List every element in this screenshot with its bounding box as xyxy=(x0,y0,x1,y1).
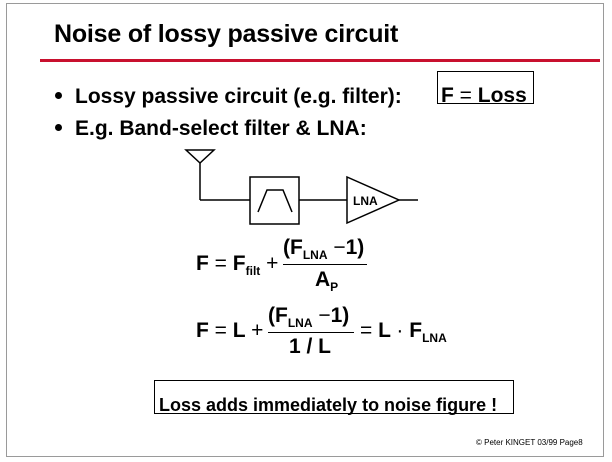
eq1-fraction-bar xyxy=(283,264,367,265)
eq1-num-minus: − xyxy=(333,236,346,259)
eq1-F: F xyxy=(196,252,209,275)
eq2-equals-2: = xyxy=(360,319,373,342)
eq2-num-minus: − xyxy=(318,304,331,327)
equation-1-denominator: AP xyxy=(315,268,338,294)
title-underline xyxy=(40,59,600,62)
eq2-num-one: 1) xyxy=(330,304,350,327)
eq2-fraction-bar xyxy=(268,332,354,333)
eq2-L: L xyxy=(232,319,246,342)
eq2-rhs-F: F xyxy=(409,319,423,342)
loss-equation: F = Loss xyxy=(441,84,527,108)
eq2-rhs-L: L xyxy=(378,319,391,342)
eq1-num-one: 1) xyxy=(345,236,365,259)
eq1-den-sub: P xyxy=(330,280,339,294)
eq2-plus: + xyxy=(251,319,264,342)
antenna-icon xyxy=(184,149,216,200)
bandpass-filter-block xyxy=(249,176,300,225)
equation-2-rhs: = L · FLNA xyxy=(360,319,447,345)
equation-2-denominator: 1 / L xyxy=(289,335,331,359)
note-box xyxy=(154,380,514,414)
eq1-Ffilt: F xyxy=(232,252,246,275)
equation-1-lhs: F = Ffilt + xyxy=(196,252,278,278)
eq1-plus: + xyxy=(266,252,279,275)
loss-lhs: F xyxy=(441,84,454,107)
bullet-text: E.g. Band-select filter & LNA: xyxy=(75,117,367,140)
eq2-rhs-sub: LNA xyxy=(422,331,447,345)
slide-frame xyxy=(6,3,604,457)
bullet-dot xyxy=(55,91,62,99)
eq1-den: A xyxy=(315,268,331,291)
loss-op: = xyxy=(459,84,472,107)
loss-equation-box xyxy=(437,71,534,104)
eq2-num-open: (F xyxy=(268,304,288,327)
equation-2-numerator: (FLNA −1) xyxy=(268,304,349,330)
eq2-equals: = xyxy=(214,319,227,342)
eq2-F: F xyxy=(196,319,209,342)
eq1-num-sub: LNA xyxy=(302,248,328,262)
equation-2-lhs: F = L + xyxy=(196,319,263,343)
eq2-num-sub: LNA xyxy=(287,316,313,330)
bullet-lossy-passive: Lossy passive circuit (e.g. filter): xyxy=(55,85,402,109)
bullet-dot xyxy=(55,123,62,131)
eq1-filt-sub: filt xyxy=(245,264,261,278)
eq2-dot: · xyxy=(396,319,404,342)
note-text: Loss adds immediately to noise figure ! xyxy=(159,395,498,415)
lna-amplifier: LNA xyxy=(346,175,401,225)
bullet-band-select: E.g. Band-select filter & LNA: xyxy=(55,117,367,141)
bandpass-icon xyxy=(257,189,293,213)
eq1-num-open: (F xyxy=(283,236,303,259)
footer-copyright: © Peter KINGET 03/99 Page8 xyxy=(476,438,583,447)
lna-label: LNA xyxy=(353,194,378,208)
slide-title: Noise of lossy passive circuit xyxy=(54,20,399,48)
bullet-text: Lossy passive circuit (e.g. filter): xyxy=(75,85,402,108)
eq2-den: 1 / L xyxy=(289,335,332,358)
eq1-equals: = xyxy=(214,252,227,275)
loss-rhs: Loss xyxy=(477,84,527,107)
equation-1-numerator: (FLNA −1) xyxy=(283,236,364,262)
